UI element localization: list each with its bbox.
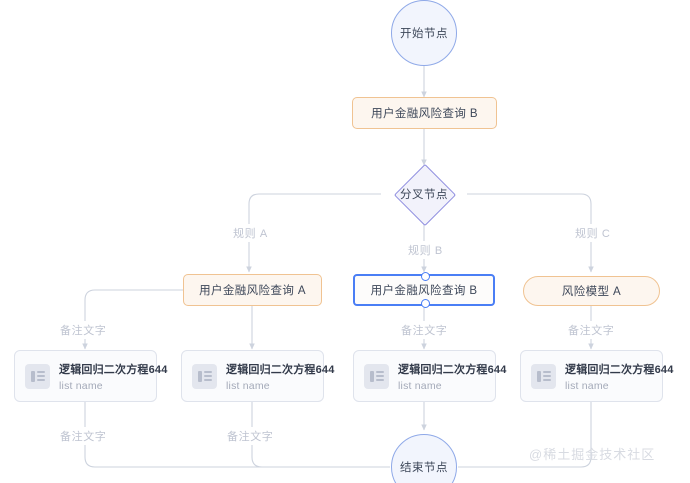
list-icon <box>531 363 556 389</box>
edge-query-a-to-card-1 <box>82 289 183 350</box>
node-list-card-3[interactable]: 逻辑回归二次方程644 list name <box>353 350 506 402</box>
node-end[interactable]: 结束节点 <box>391 434 457 483</box>
node-list-card-4[interactable]: 逻辑回归二次方程644 list name <box>520 350 673 402</box>
node-end-label: 结束节点 <box>400 462 448 474</box>
edge-label-rule-c: 规则 C <box>570 224 616 242</box>
watermark: @稀土掘金技术社区 <box>529 447 656 462</box>
list-card-title: 逻辑回归二次方程644 <box>226 363 335 376</box>
node-risk-model-a[interactable]: 风险模型 A <box>523 276 660 306</box>
edge-label-note-2: 备注文字 <box>396 321 453 339</box>
node-query-a-label: 用户金融风险查询 A <box>199 285 306 297</box>
list-icon <box>192 363 217 389</box>
edge-label-note-3: 备注文字 <box>563 321 620 339</box>
node-start-label: 开始节点 <box>400 28 448 40</box>
list-card-title: 逻辑回归二次方程644 <box>398 363 507 376</box>
edge-label-note-4: 备注文字 <box>55 427 112 445</box>
list-card-text: 逻辑回归二次方程644 list name <box>59 361 168 392</box>
node-query-b-selected-label: 用户金融风险查询 B <box>370 285 478 297</box>
list-card-text: 逻辑回归二次方程644 list name <box>565 361 674 392</box>
node-list-card-2[interactable]: 逻辑回归二次方程644 list name <box>181 350 334 402</box>
node-fork[interactable]: 分叉节点 <box>381 163 467 227</box>
edge-label-rule-a: 规则 A <box>228 224 273 242</box>
node-query-b-selected[interactable]: 用户金融风险查询 B <box>353 272 495 308</box>
list-card-text: 逻辑回归二次方程644 list name <box>226 361 335 392</box>
list-card-title: 逻辑回归二次方程644 <box>565 363 674 376</box>
list-card-subtitle: list name <box>226 379 270 392</box>
edge-label-note-1: 备注文字 <box>55 321 112 339</box>
list-card-text: 逻辑回归二次方程644 list name <box>398 361 507 392</box>
edge-label-note-5: 备注文字 <box>222 427 279 445</box>
list-card-subtitle: list name <box>398 379 442 392</box>
node-risk-model-a-label: 风险模型 A <box>561 286 622 298</box>
list-card-subtitle: list name <box>565 379 609 392</box>
list-icon <box>25 363 50 389</box>
connection-handle-bottom[interactable] <box>420 299 430 308</box>
list-icon <box>364 363 389 389</box>
node-list-card-1[interactable]: 逻辑回归二次方程644 list name <box>14 350 167 402</box>
list-card-title: 逻辑回归二次方程644 <box>59 363 168 376</box>
edge-label-rule-b: 规则 B <box>403 241 448 259</box>
node-query-b-top[interactable]: 用户金融风险查询 B <box>352 97 497 129</box>
node-query-a[interactable]: 用户金融风险查询 A <box>183 274 322 306</box>
node-query-b-top-label: 用户金融风险查询 B <box>371 108 478 120</box>
node-start[interactable]: 开始节点 <box>391 0 457 66</box>
node-fork-label: 分叉节点 <box>400 189 448 201</box>
connection-handle-top[interactable] <box>420 272 430 281</box>
list-card-subtitle: list name <box>59 379 103 392</box>
